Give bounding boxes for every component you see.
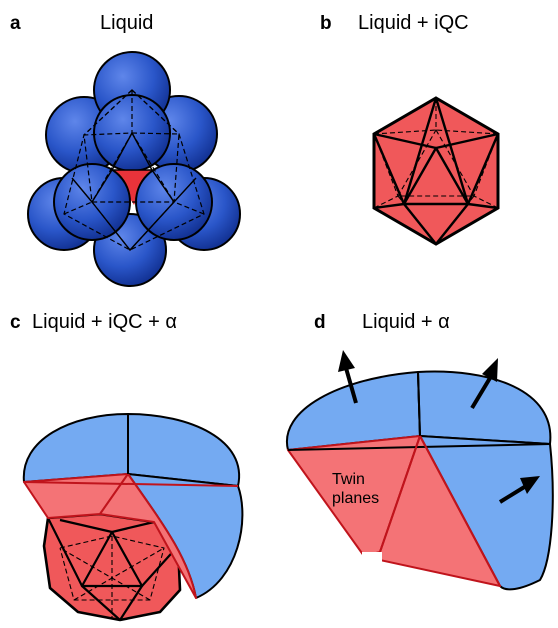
panel-d: d Liquid + α Twin planes xyxy=(285,311,554,591)
panel-a-title: Liquid xyxy=(100,12,153,34)
panel-b-title: Liquid + iQC xyxy=(358,12,469,34)
growth-arrow-icon xyxy=(338,350,540,504)
twin-planes-label-line1: Twin xyxy=(332,471,365,488)
panel-a: a Liquid xyxy=(10,12,241,287)
panel-d-letter: d xyxy=(314,312,326,333)
panel-a-letter: a xyxy=(10,13,21,34)
panel-c-title: Liquid + iQC + α xyxy=(32,311,177,333)
twinned-alpha-grain xyxy=(285,370,554,591)
cluster-front-edges xyxy=(71,132,197,252)
panel-b: b Liquid + iQC xyxy=(320,12,500,246)
twin-planes-label-line2: planes xyxy=(332,490,379,507)
panel-d-title: Liquid + α xyxy=(362,311,450,333)
icosahedron xyxy=(372,96,500,246)
panel-c-letter: c xyxy=(10,312,21,333)
alpha-grain-cluster xyxy=(22,413,244,622)
panel-c: c Liquid + iQC + α xyxy=(10,311,244,622)
panel-b-letter: b xyxy=(320,13,332,34)
sphere-cluster xyxy=(27,51,241,287)
